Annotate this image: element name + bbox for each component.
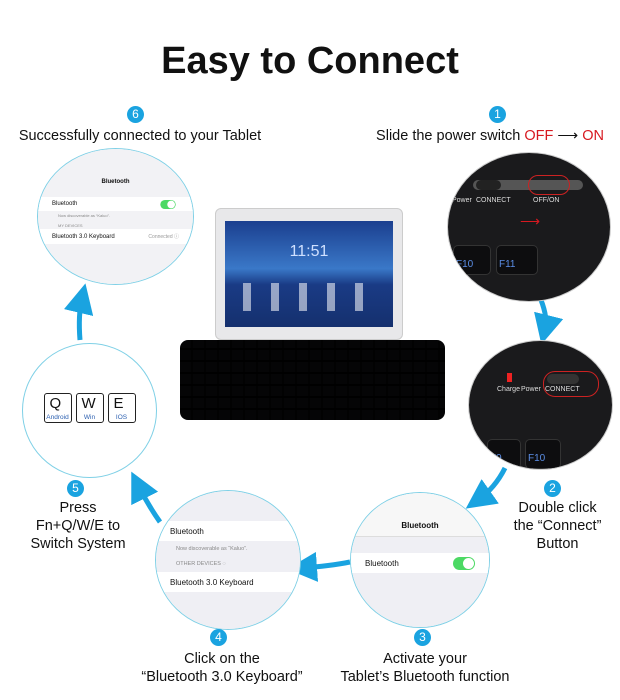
connect-button[interactable] xyxy=(547,374,579,384)
power-label: Power xyxy=(521,386,541,393)
device-name: Bluetooth 3.0 Keyboard xyxy=(52,233,115,240)
section-label: MY DEVICES xyxy=(58,223,83,228)
key-f10: F10 xyxy=(525,439,561,469)
keyboard-image xyxy=(180,340,445,420)
offon-highlight xyxy=(528,175,570,195)
key-f11: F11 xyxy=(496,245,538,275)
connected-panel: Bluetooth Bluetooth Now discoverable as … xyxy=(37,148,194,285)
panel-header: Bluetooth xyxy=(401,521,439,530)
off-label: OFF xyxy=(524,128,554,144)
page-title: Easy to Connect xyxy=(161,40,459,82)
row-label: Bluetooth xyxy=(365,558,399,568)
status: Connected ⓘ xyxy=(148,234,179,240)
step-6-caption: Successfully connected to your Tablet xyxy=(18,128,262,144)
device-list-panel: Bluetooth Now discoverable as “Kaluo”. O… xyxy=(155,490,301,630)
arrow-5-to-6 xyxy=(63,283,94,341)
step-6-number: 6 xyxy=(127,106,144,123)
row-label: Bluetooth xyxy=(170,526,204,536)
connect-button-panel: Charge Power CONNECT F9 F10 xyxy=(468,340,613,470)
discoverable-text: Now discoverable as “Kaluo”. xyxy=(58,213,111,218)
arrow-3-to-4 xyxy=(287,551,351,582)
step-1-text: Slide the power switch xyxy=(376,128,525,144)
tablet-image: 11:51 xyxy=(215,208,403,340)
panel-header: Bluetooth xyxy=(101,179,130,185)
tablet-screen: 11:51 xyxy=(225,221,393,327)
bluetooth-row: Bluetooth xyxy=(156,521,300,541)
step-4-caption: Click on the“Bluetooth 3.0 Keyboard” xyxy=(141,651,303,685)
section-label: OTHER DEVICES ◌ xyxy=(176,561,226,567)
device-name: Bluetooth 3.0 Keyboard xyxy=(170,577,254,587)
discoverable-text: Now discoverable as “Kaluo”. xyxy=(176,546,248,552)
step-1-number: 1 xyxy=(489,106,506,123)
row-label: Bluetooth xyxy=(52,201,78,207)
bluetooth-toggle[interactable] xyxy=(453,556,475,570)
device-row[interactable]: Bluetooth 3.0 Keyboard xyxy=(156,572,300,592)
arrow-1-to-2 xyxy=(534,299,564,345)
bluetooth-row: Bluetooth xyxy=(38,197,193,211)
connect-switch xyxy=(476,180,501,190)
connect-label: CONNECT xyxy=(476,197,511,204)
nav-bar xyxy=(351,493,489,537)
device-row[interactable]: Bluetooth 3.0 Keyboard Connected ⓘ xyxy=(38,229,193,244)
step-2-number: 2 xyxy=(544,480,561,497)
slide-arrow-icon: ⟶ xyxy=(520,213,541,229)
tablet-clock: 11:51 xyxy=(289,243,329,260)
connect-highlight xyxy=(543,371,599,397)
power-switch-panel: Power CONNECT OFF/ON ⟶ F10 F11 xyxy=(447,152,611,302)
step-3-number: 3 xyxy=(414,629,431,646)
charge-led xyxy=(507,373,512,382)
connect-label: CONNECT xyxy=(545,386,580,393)
bluetooth-row: Bluetooth xyxy=(351,553,489,573)
step-4-number: 4 xyxy=(210,629,227,646)
key-f9: F9 xyxy=(487,439,521,469)
step-1-caption: Slide the power switch OFF ⟶ ON xyxy=(360,127,620,145)
offon-label: OFF/ON xyxy=(533,197,560,204)
step-5-number: 5 xyxy=(67,480,84,497)
key-f10: F10 xyxy=(453,245,491,275)
charge-label: Charge xyxy=(497,386,520,393)
bluetooth-toggle-panel: Bluetooth Bluetooth xyxy=(350,492,490,628)
power-label: Power xyxy=(452,197,472,204)
arrow-right-icon: ⟶ xyxy=(557,128,579,144)
on-label: ON xyxy=(582,128,604,144)
app-icons xyxy=(243,283,375,311)
bluetooth-toggle[interactable] xyxy=(160,199,176,209)
